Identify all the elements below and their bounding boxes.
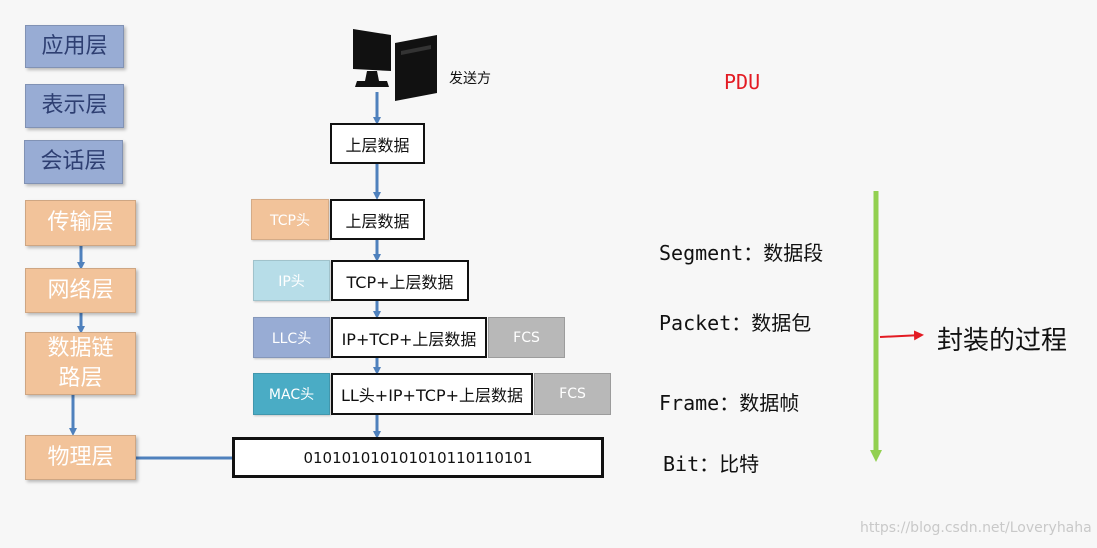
packet-data-box: TCP+上层数据 bbox=[331, 260, 469, 301]
upper-data-box: 上层数据 bbox=[330, 123, 425, 164]
layer-application-label: 应用层 bbox=[41, 33, 108, 59]
layer-presentation-label: 表示层 bbox=[41, 93, 108, 118]
layer-datalink: 数据链路层 bbox=[25, 332, 136, 395]
ip-header-box: IP头 bbox=[253, 260, 330, 301]
computer-icon bbox=[353, 29, 437, 101]
layer-physical-label: 物理层 bbox=[47, 444, 114, 470]
llc-data-box: IP+TCP+上层数据 bbox=[331, 317, 487, 358]
encapsulation-label: 封装的过程 bbox=[937, 326, 1068, 356]
pdu-title: PDU bbox=[724, 70, 761, 94]
layer-application: 应用层 bbox=[25, 25, 124, 68]
llc-fcs-box: FCS bbox=[488, 317, 565, 358]
layer-datalink-label: 数据链路层 bbox=[47, 335, 114, 391]
segment-data-box: 上层数据 bbox=[330, 199, 425, 240]
layer-transport: 传输层 bbox=[25, 200, 136, 246]
layer-transport-label: 传输层 bbox=[47, 210, 114, 235]
llc-header-box: LLC头 bbox=[253, 317, 330, 358]
layer-network: 网络层 bbox=[25, 268, 136, 313]
pdu-frame-label: Frame：数据帧 bbox=[659, 391, 800, 415]
encapsulation-pointer-arrow bbox=[879, 330, 924, 341]
layer-session-label: 会话层 bbox=[40, 149, 107, 174]
layer-session: 会话层 bbox=[24, 140, 123, 184]
pdu-segment-label: Segment：数据段 bbox=[659, 241, 824, 265]
layer-network-label: 网络层 bbox=[47, 277, 114, 303]
pdu-bit-label: Bit：比特 bbox=[663, 452, 760, 476]
bitstream-box: 010101010101010110110101 bbox=[232, 437, 604, 478]
layer-physical: 物理层 bbox=[25, 435, 136, 480]
mac-header-box: MAC头 bbox=[253, 373, 330, 415]
layer-presentation: 表示层 bbox=[25, 84, 124, 128]
sender-label: 发送方 bbox=[449, 71, 491, 87]
pdu-packet-label: Packet：数据包 bbox=[659, 311, 812, 335]
tcp-header-box: TCP头 bbox=[251, 199, 329, 240]
mac-fcs-box: FCS bbox=[534, 373, 611, 415]
frame-data-box: LL头+IP+TCP+上层数据 bbox=[331, 373, 533, 415]
watermark: https://blog.csdn.net/Loveryhaha bbox=[860, 520, 1092, 536]
